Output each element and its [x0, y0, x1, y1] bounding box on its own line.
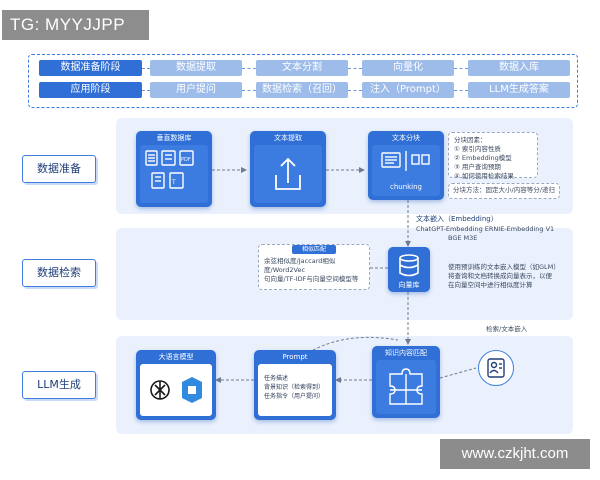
watermark-bottom: www.czkjht.com [440, 439, 590, 469]
svg-text:PDF: PDF [181, 157, 191, 163]
embedding-title: 文本嵌入（Embedding） [416, 215, 498, 223]
search-embed-label: 检索/文本嵌入 [486, 325, 528, 333]
card-text-extract-title: 文本提取 [274, 134, 302, 142]
database-icon [399, 254, 419, 277]
stage-prep: 数据准备阶段 [39, 60, 142, 76]
card-prompt: Prompt 任务描述 背景知识（检索得到） 任务指令（用户提问） [254, 350, 336, 420]
row-label-retrieval: 数据检索 [22, 259, 96, 287]
card-text-chunk-title: 文本分块 [392, 134, 420, 142]
puzzle-icon [389, 368, 423, 405]
step-vectorize: 向量化 [362, 60, 454, 76]
embedding-models-2: BGE M3E [448, 234, 478, 242]
card-knowledge-match: 知识内容匹配 [372, 346, 440, 418]
chunking-icon [381, 151, 430, 171]
vector-db: 向量库 [388, 247, 430, 292]
card-text-extract: 文本提取 [250, 131, 326, 207]
stage-app: 应用阶段 [39, 82, 142, 98]
similarity-title: 相似匹配 [292, 245, 336, 254]
pipeline-frame [28, 54, 578, 108]
svg-text:T: T [171, 179, 176, 186]
step-text-split: 文本分割 [256, 60, 348, 76]
card-llm-title: 大语言模型 [158, 353, 194, 361]
similarity-note: 相似匹配 余弦相似度/Jaccard相似度/Word2Vec 句向量/TF-ID… [258, 244, 370, 290]
row-label-prep: 数据准备 [22, 155, 96, 183]
embedding-models-1: ChatGPT-Embedding ERNIE-Embedding V1 [416, 225, 555, 233]
llm-brand-icon [182, 377, 202, 403]
vector-db-label: 向量库 [398, 281, 420, 289]
chunk-method-note: 分块方法：固定大小/内容等分/递归 [448, 183, 560, 199]
openai-logo-icon [150, 377, 202, 403]
chunking-label: chunking [389, 183, 423, 191]
vector-note: 使用预训练的文本嵌入模型（如GLM） 将查询和文档转换成向量表示，以便 在向量空… [448, 263, 560, 289]
upload-icon [275, 157, 301, 190]
user-node [478, 350, 514, 386]
user-query-icon [487, 358, 505, 378]
documents-icon: PDF T [145, 150, 194, 189]
step-inject-prompt: 注入（Prompt） [362, 82, 454, 98]
step-data-store: 数据入库 [468, 60, 570, 76]
step-user-question: 用户提问 [150, 82, 242, 98]
step-llm-answer: LLM生成答案 [468, 82, 570, 98]
row-label-generation: LLM生成 [22, 371, 96, 399]
card-knowledge-match-title: 知识内容匹配 [385, 349, 427, 357]
step-data-extract: 数据提取 [150, 60, 242, 76]
chunk-factors-note: 分块因素： ① 索引内容性质 ② Embedding模型 ③ 用户查询预期 ④ … [448, 132, 538, 180]
watermark-top: TG: MYYJJPP [2, 10, 149, 40]
step-retrieval: 数据检索（召回） [256, 82, 348, 98]
card-vertical-database: 垂直数据库 PDF T [136, 131, 212, 207]
card-prompt-title: Prompt [282, 353, 308, 361]
card-vertical-database-title: 垂直数据库 [156, 134, 192, 142]
card-text-chunk: 文本分块 chunking [368, 131, 444, 200]
card-llm: 大语言模型 [136, 350, 216, 420]
